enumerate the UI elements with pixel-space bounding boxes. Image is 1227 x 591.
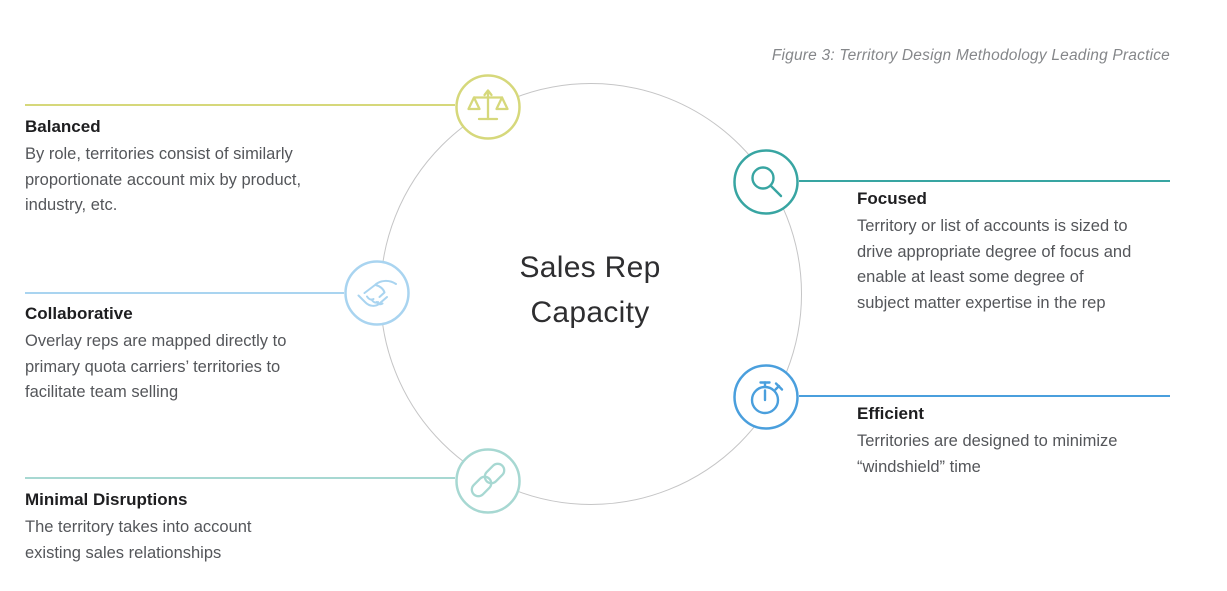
item-focused-title: Focused: [857, 189, 927, 208]
connector-minimal-disruptions: [25, 477, 455, 479]
handshake-icon: [343, 259, 411, 327]
connector-focused: [799, 180, 1170, 182]
item-balanced: Balanced By role, territories consist of…: [25, 117, 355, 219]
scales-icon: [454, 73, 522, 141]
item-efficient: Efficient Territories are designed to mi…: [857, 404, 1187, 480]
figure-caption: Figure 3: Territory Design Methodology L…: [771, 47, 1170, 64]
item-balanced-title: Balanced: [25, 117, 101, 136]
connector-collaborative: [25, 292, 344, 294]
connector-efficient: [799, 395, 1170, 397]
item-minimal-disruptions: Minimal Disruptions The territory takes …: [25, 490, 355, 566]
stopwatch-icon: [732, 363, 800, 431]
item-efficient-title: Efficient: [857, 404, 925, 423]
center-label-line1: Sales Rep: [519, 251, 661, 284]
item-focused: Focused Territory or list of accounts is…: [857, 189, 1187, 316]
item-collaborative-description: Overlay reps are mapped directly to prim…: [25, 332, 287, 401]
center-label: Sales Rep Capacity: [380, 245, 800, 335]
link-icon: [454, 447, 522, 515]
magnifier-icon: [732, 148, 800, 216]
connector-balanced: [25, 104, 455, 106]
item-efficient-description: Territories are designed to minimize “wi…: [857, 432, 1118, 476]
item-collaborative: Collaborative Overlay reps are mapped di…: [25, 304, 355, 406]
item-minimal-disruptions-title: Minimal Disruptions: [25, 490, 188, 509]
item-collaborative-title: Collaborative: [25, 304, 133, 323]
item-minimal-disruptions-description: The territory takes into account existin…: [25, 518, 252, 562]
item-focused-description: Territory or list of accounts is sized t…: [857, 217, 1132, 312]
center-label-line2: Capacity: [530, 296, 650, 329]
item-balanced-description: By role, territories consist of similarl…: [25, 145, 302, 214]
